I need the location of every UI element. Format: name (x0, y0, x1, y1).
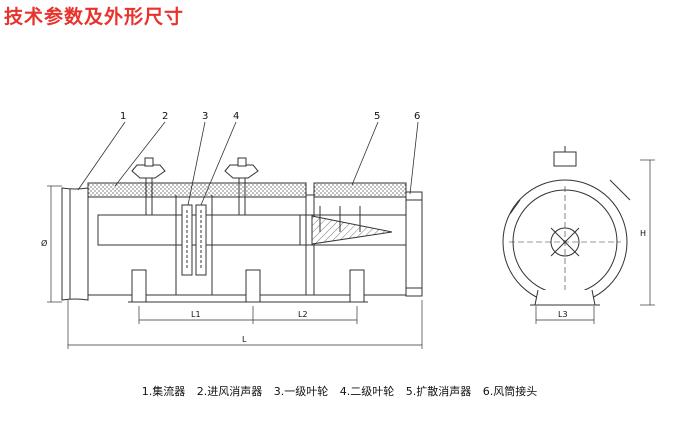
callout-1: 1 (120, 111, 126, 122)
dim-H: H (640, 229, 646, 238)
callout-2: 2 (162, 111, 168, 122)
callout-5: 5 (374, 111, 380, 122)
legend-item: 3.一级叶轮 (273, 385, 329, 398)
page-title: 技术参数及外形尺寸 (4, 6, 185, 28)
junction-box-2 (224, 157, 259, 215)
legend-item: 2.进风消声器 (196, 385, 263, 398)
callout-3: 3 (202, 111, 208, 122)
collector (61, 187, 98, 301)
dim-L2: L2 (298, 310, 308, 319)
legend-item: 5.扩散消声器 (405, 385, 472, 398)
dimension-lines (47, 185, 423, 349)
duct-connector (405, 191, 423, 297)
junction-box-1 (131, 157, 166, 215)
leader-lines (77, 121, 419, 206)
callout-4: 4 (233, 111, 239, 122)
callout-6: 6 (414, 111, 420, 122)
dim-L1: L1 (191, 310, 201, 319)
legend-item: 6.风筒接头 (482, 385, 538, 398)
end-view (502, 146, 655, 324)
legend-item: 4.二级叶轮 (339, 385, 395, 398)
legend-item: 1.集流器 (141, 385, 186, 398)
dim-L: L (242, 335, 247, 344)
dim-L3: L3 (558, 310, 568, 319)
legend: 1.集流器 2.进风消声器 3.一级叶轮 4.二级叶轮 5.扩散消声器 6.风筒… (0, 383, 679, 399)
feet (128, 269, 368, 303)
dim-phi: Ø (41, 238, 47, 248)
